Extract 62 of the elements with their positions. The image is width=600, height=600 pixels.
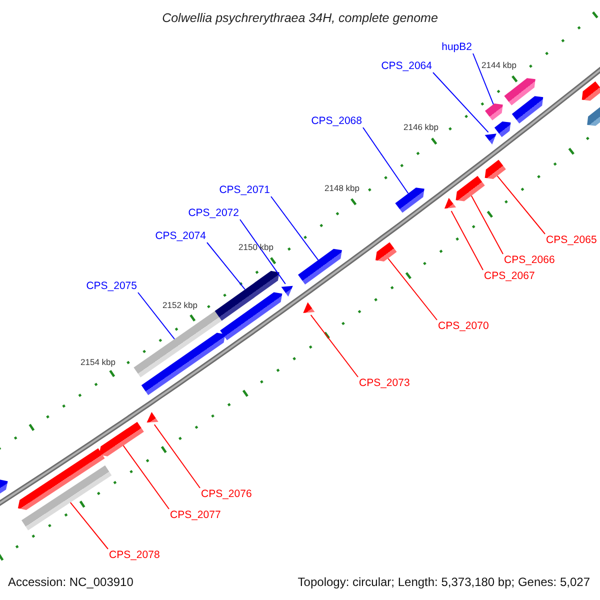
gene-label: CPS_2064 bbox=[381, 61, 432, 72]
scale-label: 2150 kbp bbox=[238, 243, 274, 252]
gene-block bbox=[298, 248, 342, 284]
gene-block bbox=[376, 242, 397, 262]
gene-wedge bbox=[146, 412, 158, 423]
leader-line bbox=[450, 210, 484, 270]
gene-label: CPS_2066 bbox=[504, 255, 555, 266]
gene-block bbox=[582, 81, 600, 101]
gene-block bbox=[141, 332, 226, 396]
gene-block bbox=[214, 270, 280, 321]
scale-label: 2152 kbp bbox=[162, 301, 198, 310]
gene-block bbox=[456, 176, 485, 202]
leader-line bbox=[496, 175, 546, 234]
leader-line bbox=[362, 127, 409, 194]
footer-text: Topology: circular; Length: 5,373,180 bp; Genes: 5,027 bbox=[298, 576, 590, 588]
gene-wedge bbox=[444, 198, 456, 209]
gene-block bbox=[484, 104, 503, 120]
gene-block bbox=[220, 292, 282, 340]
gene-label: CPS_2073 bbox=[359, 378, 410, 388]
leader-line bbox=[470, 195, 504, 254]
gene-wedge bbox=[281, 286, 293, 297]
leader-line bbox=[388, 258, 438, 320]
leader-line bbox=[310, 314, 358, 378]
gene-wedge bbox=[484, 134, 496, 144]
gene-label: CPS_2078 bbox=[109, 550, 160, 560]
leader-line bbox=[70, 502, 108, 550]
gene-label: CPS_2065 bbox=[546, 235, 597, 246]
gene-wedge bbox=[303, 302, 315, 313]
gene-label: CPS_2067 bbox=[484, 271, 535, 282]
gene-block bbox=[512, 96, 544, 124]
gene-block bbox=[504, 78, 536, 106]
scale-label: 2154 kbp bbox=[80, 358, 116, 366]
gene-label: hupB2 bbox=[442, 42, 472, 52]
gene-label: CPS_2074 bbox=[155, 231, 206, 242]
gene-block bbox=[494, 121, 511, 138]
leader-line bbox=[206, 242, 246, 290]
gene-bar bbox=[22, 465, 112, 530]
gene-label: CPS_2071 bbox=[219, 185, 270, 196]
gene-bar bbox=[134, 310, 223, 378]
leader-line bbox=[432, 72, 489, 133]
map-title: Colwellia psychrerythraea 34H, complete genome bbox=[162, 12, 438, 24]
leader-line bbox=[154, 424, 200, 488]
footer-text: Accession: NC_003910 bbox=[8, 576, 134, 588]
leader-line bbox=[240, 219, 286, 284]
leader-line bbox=[138, 292, 175, 340]
scale-label: 2148 kbp bbox=[324, 184, 360, 192]
leader-line bbox=[122, 445, 170, 510]
gene-label: CPS_2076 bbox=[201, 489, 252, 500]
gene-label: CPS_2072 bbox=[188, 208, 239, 218]
scale-label: 2146 kbp bbox=[404, 123, 438, 132]
gene-block bbox=[484, 160, 506, 180]
gene-label: CPS_2070 bbox=[438, 321, 489, 332]
scale-label: 2144 kbp bbox=[482, 61, 516, 70]
gene-block bbox=[587, 106, 600, 126]
leader-line bbox=[472, 53, 494, 105]
leader-line bbox=[270, 196, 319, 261]
gene-block bbox=[99, 422, 144, 456]
gene-block bbox=[18, 448, 105, 510]
gene-label: CPS_2075 bbox=[86, 281, 137, 292]
gene-label: CPS_2077 bbox=[170, 510, 221, 520]
gene-label: CPS_2068 bbox=[311, 116, 362, 126]
gene-block bbox=[395, 188, 424, 213]
